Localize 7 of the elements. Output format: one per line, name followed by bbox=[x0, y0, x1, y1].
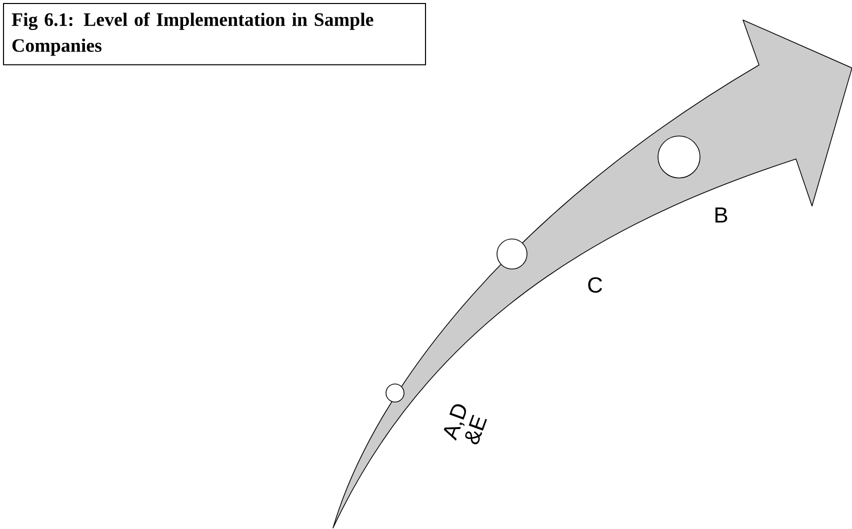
company-label: A,D &E bbox=[444, 404, 487, 444]
circle-marker bbox=[658, 136, 700, 178]
company-label: B bbox=[716, 207, 728, 223]
company-label: C bbox=[588, 277, 602, 293]
circle-marker bbox=[496, 238, 528, 270]
title-box: Fig 6.1: Level of Implementation in Sample Companies bbox=[3, 3, 426, 66]
circle-marker bbox=[386, 384, 404, 402]
